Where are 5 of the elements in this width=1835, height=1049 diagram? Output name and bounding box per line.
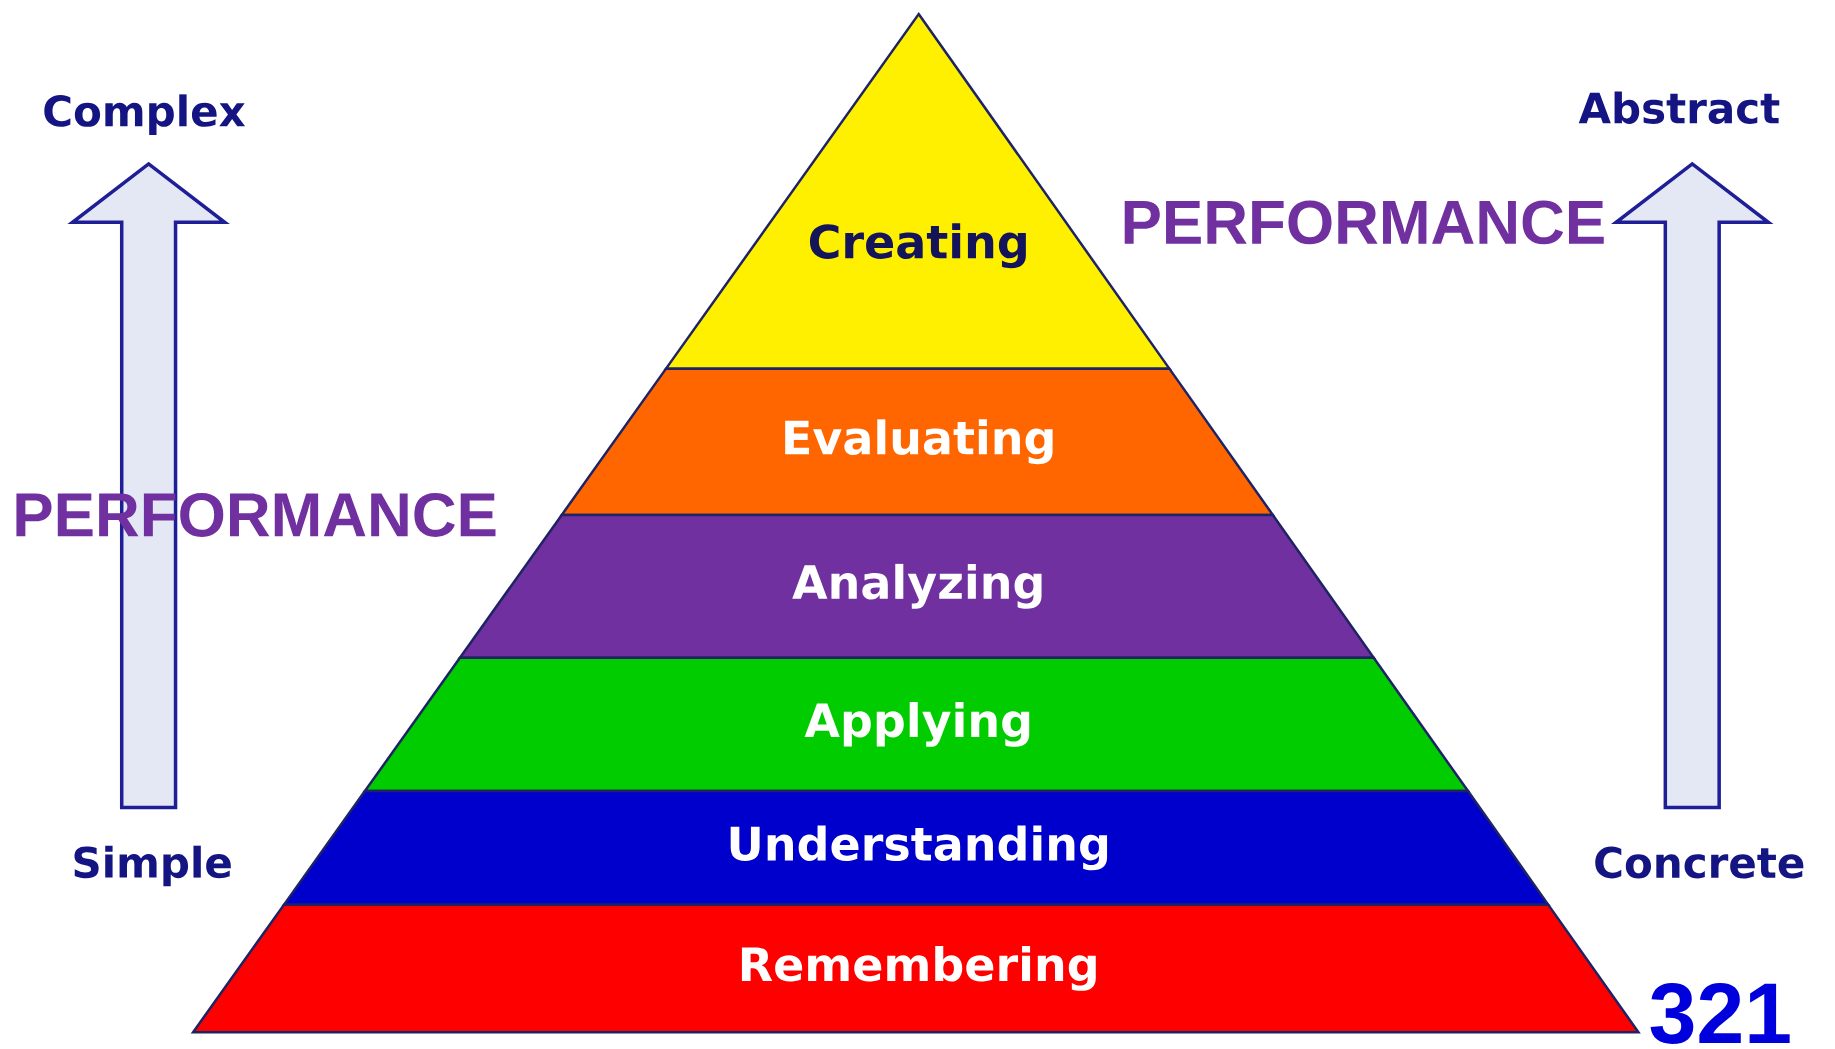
- axis-label: Simple: [74, 845, 231, 887]
- axis-label: Complex: [44, 94, 246, 136]
- page-number: 321: [1650, 983, 1790, 1045]
- axis-label: Abstract: [1578, 91, 1780, 125]
- axis-label: Concrete: [1595, 846, 1804, 879]
